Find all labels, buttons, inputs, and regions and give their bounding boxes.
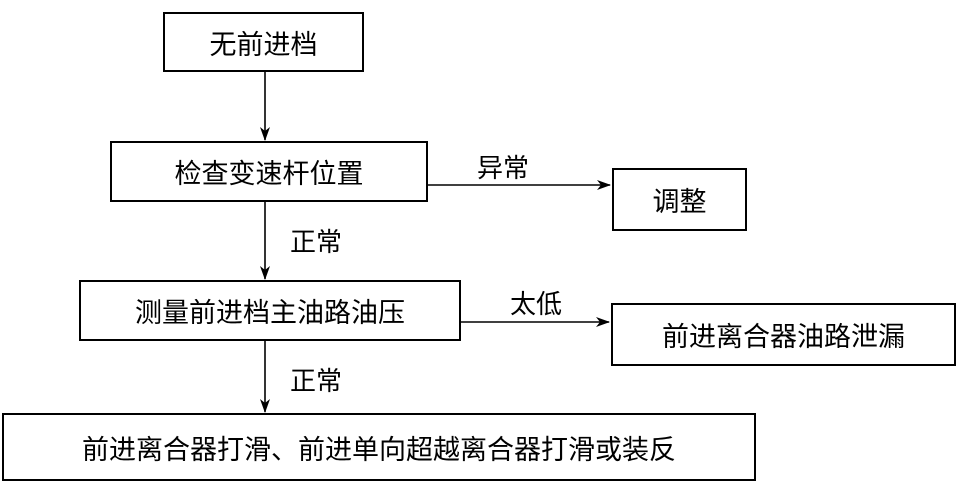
edge-label-pressure-normal: 正常 — [290, 367, 343, 397]
node-measure-main-line-pressure: 测量前进档主油路油压 — [79, 280, 461, 341]
edge-label-lever-normal: 正常 — [290, 228, 343, 258]
node-measure-main-line-pressure-label: 测量前进档主油路油压 — [135, 298, 405, 329]
node-clutch-line-leak: 前进离合器油路泄漏 — [611, 303, 956, 366]
node-adjust-label: 调整 — [652, 187, 707, 218]
node-clutch-slip-result-label: 前进离合器打滑、前进单向超越离合器打滑或装反 — [82, 434, 676, 466]
node-clutch-slip-result: 前进离合器打滑、前进单向超越离合器打滑或装反 — [2, 413, 756, 481]
edge-label-abnormal: 异常 — [477, 154, 530, 184]
node-adjust: 调整 — [612, 168, 747, 231]
edge-label-too-low: 太低 — [510, 290, 563, 320]
node-no-forward-gear: 无前进档 — [163, 12, 364, 72]
node-check-lever-position-label: 检查变速杆位置 — [174, 159, 364, 190]
node-check-lever-position: 检查变速杆位置 — [110, 141, 428, 202]
node-no-forward-gear-label: 无前进档 — [209, 29, 318, 61]
node-clutch-line-leak-label: 前进离合器油路泄漏 — [662, 322, 905, 353]
